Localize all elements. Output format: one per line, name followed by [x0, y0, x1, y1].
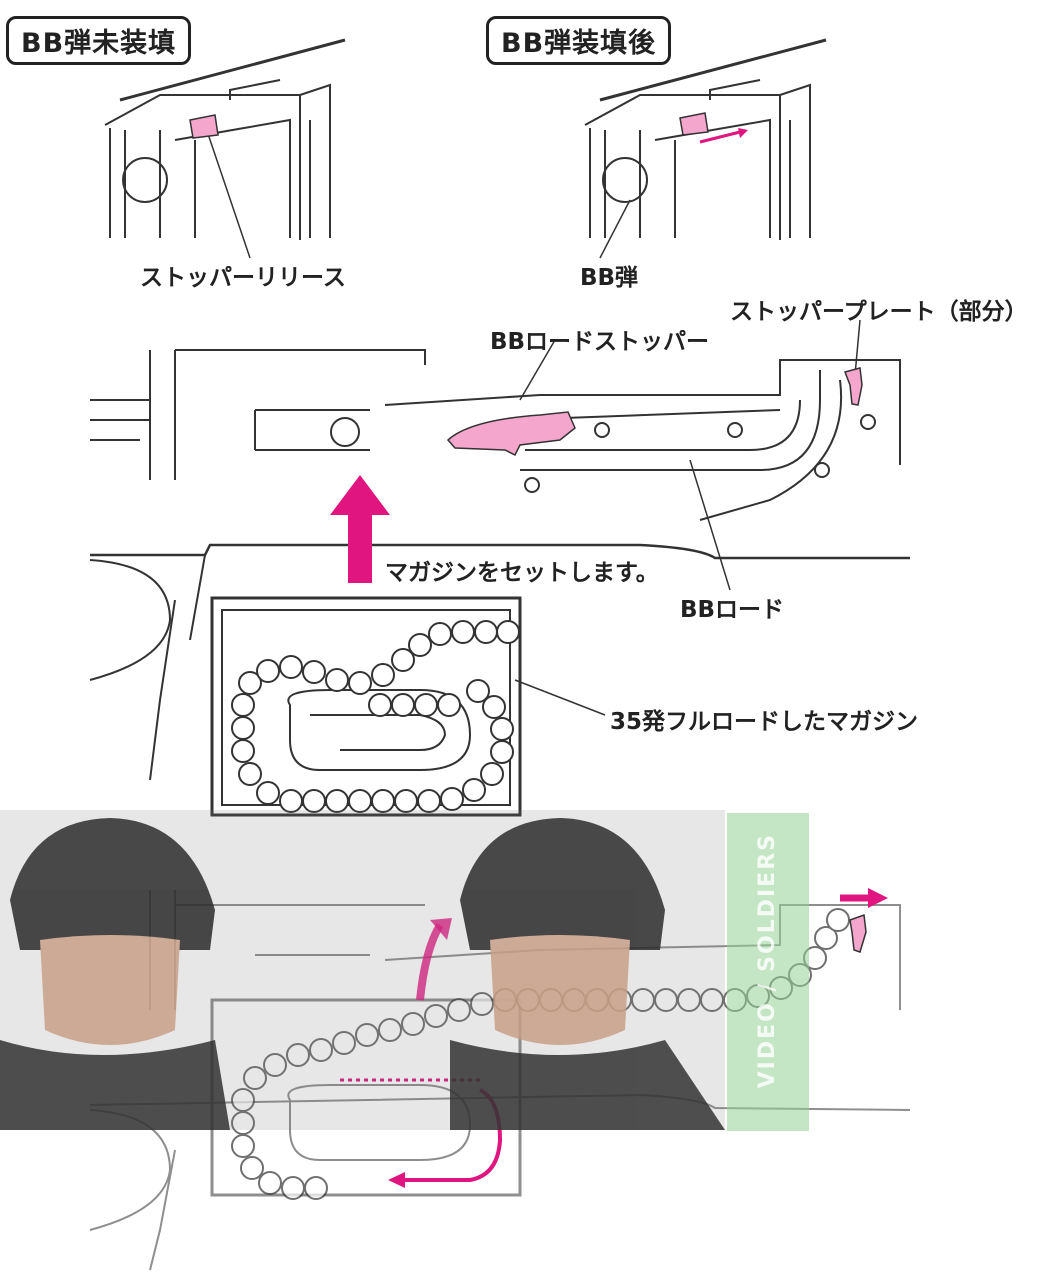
label-set-magazine: マガジンをセットします。	[385, 560, 659, 586]
label-stopper-release: ストッパーリリース	[140, 265, 346, 291]
label-bb-bullet: BB弾	[580, 265, 639, 291]
label-bb-load-stopper: BBロードストッパー	[490, 329, 710, 355]
before-title: BB弾未装填	[6, 16, 192, 65]
cutaway-after	[584, 38, 827, 240]
magazine-loaded	[210, 596, 522, 817]
label-stopper-plate: ストッパープレート（部分）	[730, 299, 1028, 325]
cutaway-before	[104, 38, 346, 240]
receiver-outline	[90, 349, 901, 521]
photo-overlay	[0, 810, 725, 1130]
soldier-photo	[0, 818, 725, 1130]
label-full-magazine: 35発フルロードしたマガジン	[610, 709, 919, 735]
watermark-text: VIDEO / SOLDIERS	[755, 833, 780, 1089]
pink-parts	[189, 112, 888, 1188]
watermark: VIDEO / SOLDIERS	[727, 813, 809, 1131]
insert-arrow	[330, 475, 390, 583]
bb-row-loaded	[231, 620, 520, 813]
label-bb-load: BBロード	[680, 597, 785, 623]
after-title: BB弾装填後	[486, 16, 672, 65]
